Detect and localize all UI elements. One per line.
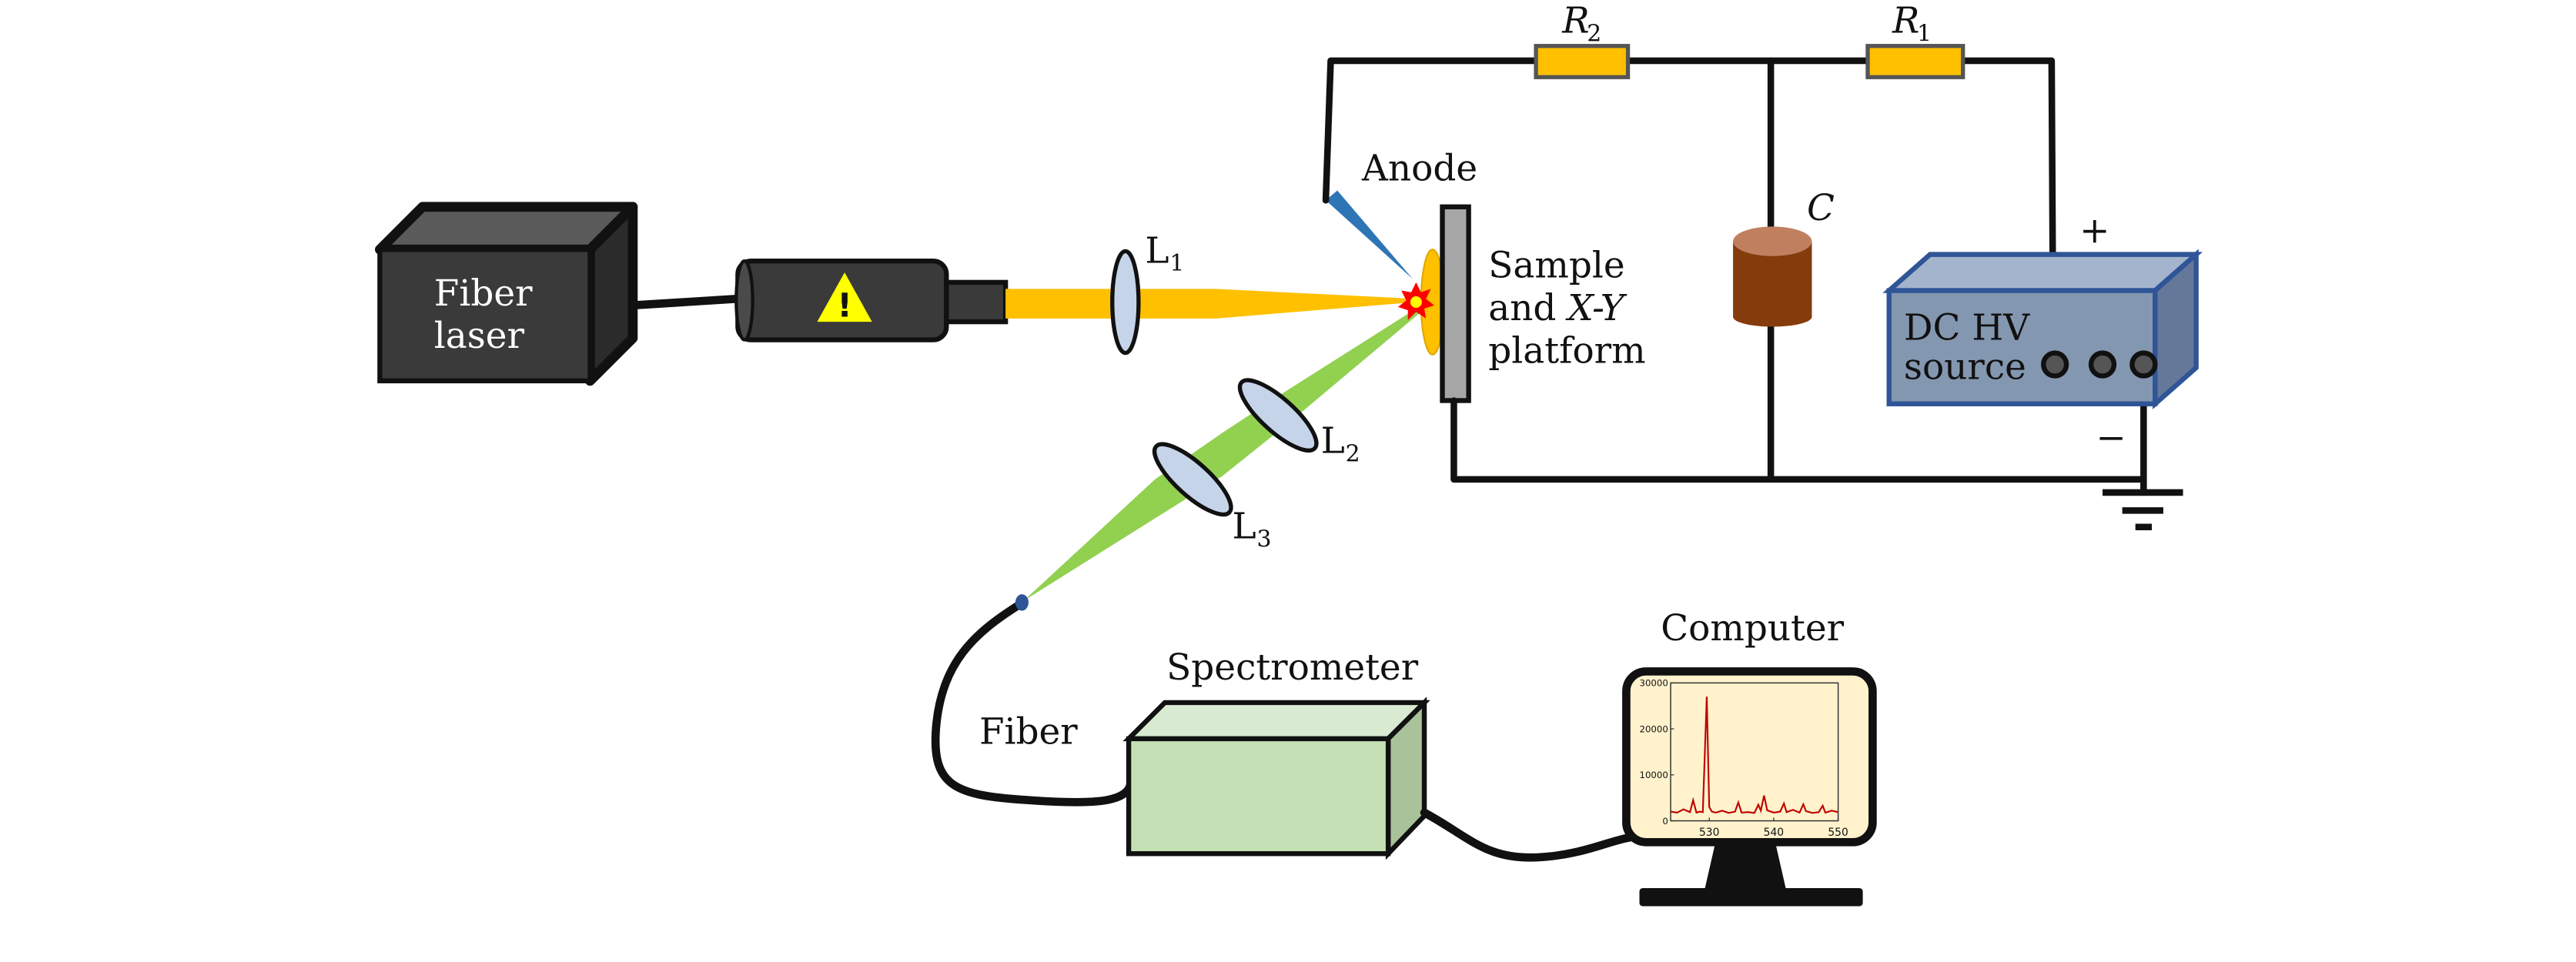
laser-beam: [1005, 289, 1417, 319]
lens-l1-label: L: [1145, 229, 1169, 272]
lens-l2-label: L: [1321, 420, 1345, 463]
sample-platform: [1440, 204, 1471, 403]
spectrum-xtick-label: 530: [1699, 827, 1719, 839]
resistor-r2-label-sub: 2: [1587, 20, 1601, 47]
computer-label: Computer: [1661, 607, 1844, 650]
svg-text:!: !: [837, 287, 851, 326]
anode-label: Anode: [1361, 148, 1477, 190]
data-cable: [1420, 808, 1636, 862]
fiber-cable: [931, 600, 1135, 807]
spectrum-axes: 530 540 550 0 10000 20000 30000: [1640, 678, 1848, 839]
warning-triangle-icon: !: [817, 272, 872, 326]
fiber-laser-label-line1: Fiber: [434, 272, 533, 315]
sample-label-line1: Sample: [1488, 244, 1624, 286]
ground-icon: [2103, 489, 2183, 530]
spark-icon: [1397, 282, 1434, 320]
fiber-laser: Fiber laser: [374, 202, 638, 386]
spectrum-ytick-label: 10000: [1640, 770, 1668, 780]
spectrum-ytick-label: 0: [1662, 816, 1668, 827]
fiber-label: Fiber: [979, 710, 1078, 753]
sample-label-line3: platform: [1488, 329, 1645, 372]
dc-hv-source: DC HV source: [1882, 249, 2203, 409]
spectrum-ytick-label: 30000: [1640, 678, 1668, 689]
plus-sign: +: [2079, 210, 2109, 252]
hv-source-label-line2: source: [1904, 346, 2026, 389]
minus-sign: −: [2096, 416, 2126, 459]
resistor-r1-label-sub: 1: [1917, 20, 1932, 47]
spectrum-line: [1670, 696, 1838, 814]
hv-terminal-negative: [2129, 350, 2158, 379]
lens-l1: [1110, 249, 1141, 356]
capacitor: [1733, 226, 1812, 327]
spectrum-xtick-label: 550: [1828, 827, 1848, 839]
lens-l1-label-sub: 1: [1169, 250, 1184, 277]
lens-l2-label-sub: 2: [1346, 440, 1360, 467]
hv-terminal-middle: [2088, 350, 2117, 379]
anode-electrode: [1326, 190, 1413, 279]
lens-l3-label-sub: 3: [1256, 526, 1271, 553]
spectrum-plot-frame: [1670, 682, 1839, 822]
lens-l3-label: L: [1232, 506, 1256, 548]
spectrum-xtick-label: 540: [1764, 827, 1784, 839]
sample-label-xy: X-Y: [1564, 287, 1627, 329]
hv-terminal-positive: [2041, 350, 2069, 379]
spectrum-ytick-label: 20000: [1640, 723, 1668, 734]
laser-cable: [632, 294, 738, 310]
fiber-laser-label-line2: laser: [434, 315, 525, 357]
hv-source-label-line1: DC HV: [1904, 307, 2030, 349]
resistor-r1: [1865, 44, 1965, 79]
laser-collimator: !: [734, 258, 1009, 342]
collected-light-beam: [1023, 309, 1421, 601]
spectrometer: [1122, 696, 1430, 860]
resistor-r1-label: R: [1892, 0, 1919, 42]
lens-l3: [1152, 442, 1233, 517]
fiber-tip: [1015, 594, 1029, 611]
spectrometer-label: Spectrometer: [1166, 646, 1419, 689]
computer: 530 540 550 0 10000 20000 30000: [1622, 667, 1877, 907]
lens-l2: [1237, 378, 1319, 453]
sample-label-and: and: [1488, 287, 1567, 329]
capacitor-label: C: [1807, 187, 1835, 229]
resistor-r2-label: R: [1561, 0, 1589, 42]
resistor-r2: [1534, 44, 1631, 79]
sample-label-line2: and X-Y: [1488, 287, 1628, 329]
